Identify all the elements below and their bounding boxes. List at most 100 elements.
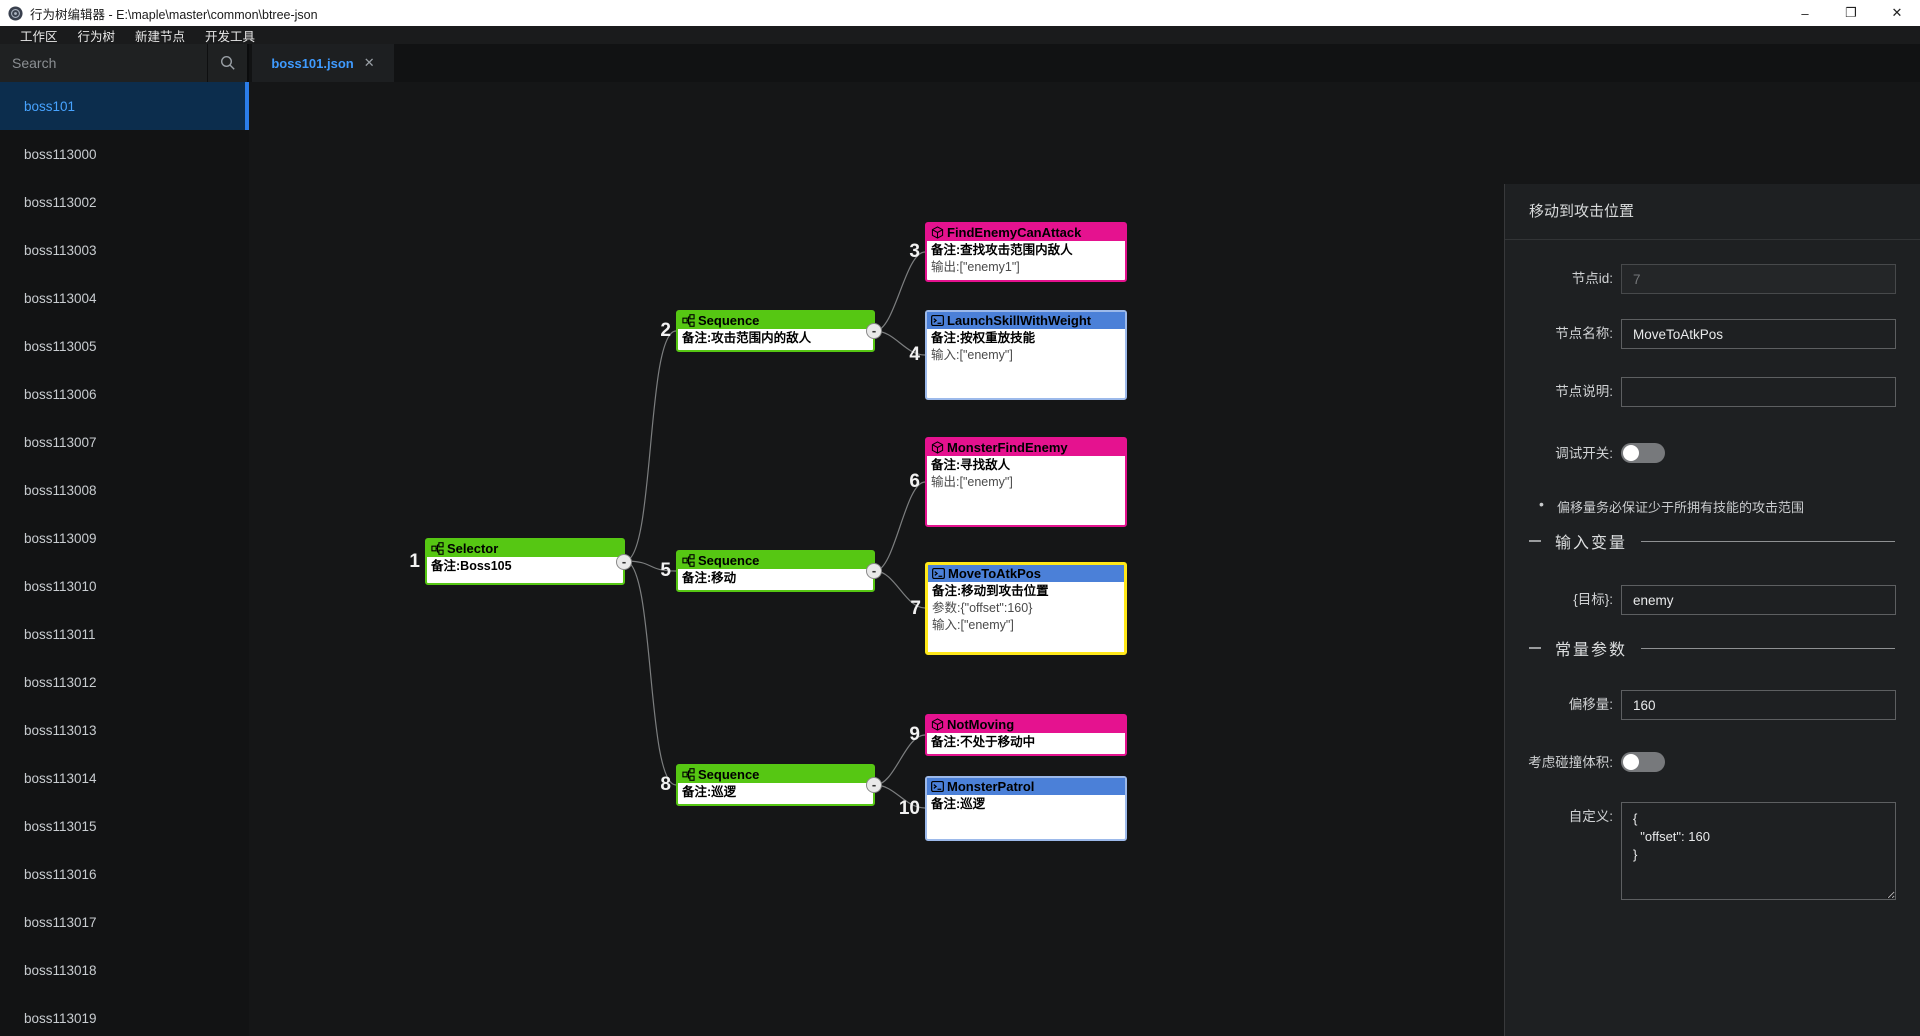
node-title-bar: Selector bbox=[427, 540, 623, 557]
action-icon bbox=[931, 780, 944, 793]
node-line: 备注:巡逻 bbox=[682, 785, 737, 799]
collapse-connector[interactable]: - bbox=[866, 777, 882, 793]
node-body: 备注:Boss105 bbox=[427, 557, 623, 583]
sidebar-item-boss113015[interactable]: boss113015 bbox=[0, 802, 249, 850]
node-name-field[interactable] bbox=[1621, 319, 1896, 349]
offset-field[interactable] bbox=[1621, 690, 1896, 720]
tab-close-icon[interactable]: ✕ bbox=[363, 55, 375, 70]
sidebar-item-boss113002[interactable]: boss113002 bbox=[0, 178, 249, 226]
custom-json-field[interactable]: { "offset": 160 } bbox=[1621, 802, 1896, 900]
node-body: 备注:不处于移动中 bbox=[927, 733, 1125, 754]
node-body: 备注:攻击范围内的敌人 bbox=[678, 329, 873, 350]
sidebar-item-label: boss113006 bbox=[24, 386, 97, 402]
menu-bar: 工作区 行为树 新建节点 开发工具 bbox=[0, 26, 1920, 44]
node-title-bar: Sequence bbox=[678, 552, 873, 569]
node-movetoatkpos-7[interactable]: 7 MoveToAtkPos 备注:移动到攻击位置 参数:{"offset":1… bbox=[910, 562, 1127, 655]
node-line: 备注:攻击范围内的敌人 bbox=[682, 331, 812, 345]
node-line: 备注:按权重放技能 bbox=[931, 331, 1036, 345]
node-monsterfindenemy-6[interactable]: 6 MonsterFindEnemy 备注:寻找敌人 输出:["enemy"] bbox=[909, 437, 1127, 527]
target-field[interactable] bbox=[1621, 585, 1896, 615]
sidebar-item-boss113007[interactable]: boss113007 bbox=[0, 418, 249, 466]
sidebar-item-boss113018[interactable]: boss113018 bbox=[0, 946, 249, 994]
sidebar-item-label: boss113002 bbox=[24, 194, 97, 210]
debug-toggle[interactable] bbox=[1621, 443, 1665, 463]
node-title: FindEnemyCanAttack bbox=[947, 225, 1082, 240]
node-line: 备注:巡逻 bbox=[931, 797, 986, 811]
node-findenemycanattack-3[interactable]: 3 FindEnemyCanAttack 备注:查找攻击范围内敌人 输出:["e… bbox=[909, 222, 1127, 282]
tree-file-list: boss101 boss113000 boss113002 boss113003… bbox=[0, 82, 249, 1036]
node-title: Selector bbox=[447, 541, 499, 556]
node-title-bar: Sequence bbox=[678, 766, 873, 783]
sidebar-item-boss113010[interactable]: boss113010 bbox=[0, 562, 249, 610]
sidebar-item-boss113017[interactable]: boss113017 bbox=[0, 898, 249, 946]
sidebar-item-boss113000[interactable]: boss113000 bbox=[0, 130, 249, 178]
collapse-connector[interactable]: - bbox=[866, 563, 882, 579]
sidebar-item-boss113012[interactable]: boss113012 bbox=[0, 658, 249, 706]
collision-label: 考虑碰撞体积: bbox=[1528, 755, 1613, 770]
node-order: 6 bbox=[909, 471, 920, 492]
behavior-tree-canvas[interactable]: 1 Selector 备注:Boss105 - 2 Sequence 备注:攻击… bbox=[249, 82, 1920, 1036]
action-icon bbox=[931, 314, 944, 327]
section-line bbox=[1641, 540, 1895, 542]
node-monsterpatrol-10[interactable]: 10 MonsterPatrol 备注:巡逻 bbox=[899, 776, 1127, 841]
sidebar-item-boss113008[interactable]: boss113008 bbox=[0, 466, 249, 514]
node-line: 备注:寻找敌人 bbox=[931, 458, 1011, 472]
window-titlebar: 行为树编辑器 - E:\maple\master\common\btree-js… bbox=[0, 0, 1920, 26]
sidebar-item-boss101[interactable]: boss101 bbox=[0, 82, 249, 130]
collision-toggle[interactable] bbox=[1621, 752, 1665, 772]
sidebar-item-boss113004[interactable]: boss113004 bbox=[0, 274, 249, 322]
node-order: 9 bbox=[909, 724, 920, 745]
node-line: 备注:移动到攻击位置 bbox=[932, 584, 1049, 598]
menu-new-node[interactable]: 新建节点 bbox=[135, 29, 186, 44]
sidebar-item-boss113014[interactable]: boss113014 bbox=[0, 754, 249, 802]
node-desc-label: 节点说明: bbox=[1555, 384, 1613, 399]
condition-icon bbox=[931, 441, 944, 454]
node-title: Sequence bbox=[698, 767, 760, 782]
window-title: 行为树编辑器 - E:\maple\master\common\btree-js… bbox=[30, 7, 318, 22]
node-launchskillwithweight-4[interactable]: 4 LaunchSkillWithWeight 备注:按权重放技能 输入:["e… bbox=[909, 310, 1127, 400]
menu-workspace[interactable]: 工作区 bbox=[20, 29, 58, 44]
node-sequence-8[interactable]: 8 Sequence 备注:巡逻 - bbox=[660, 764, 882, 806]
sidebar-item-boss113013[interactable]: boss113013 bbox=[0, 706, 249, 754]
menu-behavior-tree[interactable]: 行为树 bbox=[77, 29, 116, 44]
menu-dev-tools[interactable]: 开发工具 bbox=[205, 29, 256, 44]
sidebar-item-label: boss113009 bbox=[24, 530, 97, 546]
node-line: 备注:不处于移动中 bbox=[931, 735, 1036, 749]
tab-bar: boss101.json ✕ bbox=[249, 44, 1920, 82]
node-desc-field[interactable] bbox=[1621, 377, 1896, 407]
custom-label: 自定义: bbox=[1568, 809, 1613, 824]
node-title-bar: LaunchSkillWithWeight bbox=[927, 312, 1125, 329]
node-notmoving-9[interactable]: 9 NotMoving 备注:不处于移动中 bbox=[909, 714, 1127, 756]
node-sequence-2[interactable]: 2 Sequence 备注:攻击范围内的敌人 - bbox=[660, 310, 882, 352]
sidebar-item-boss113016[interactable]: boss113016 bbox=[0, 850, 249, 898]
const-params-section: 常量参数 bbox=[1529, 636, 1895, 660]
node-title-bar: NotMoving bbox=[927, 716, 1125, 733]
node-title-bar: MonsterFindEnemy bbox=[927, 439, 1125, 456]
search-button[interactable] bbox=[207, 44, 247, 82]
node-line: 备注:Boss105 bbox=[431, 559, 512, 573]
tab-boss101-json[interactable]: boss101.json ✕ bbox=[252, 44, 394, 82]
sidebar-item-boss113019[interactable]: boss113019 bbox=[0, 994, 249, 1036]
sidebar-item-boss113006[interactable]: boss113006 bbox=[0, 370, 249, 418]
offset-note-text: 偏移量务必保证少于所拥有技能的攻击范围 bbox=[1557, 500, 1805, 515]
collapse-connector[interactable]: - bbox=[866, 323, 882, 339]
node-body: 备注:移动 bbox=[678, 569, 873, 590]
restore-button[interactable]: ❐ bbox=[1845, 5, 1857, 20]
sidebar-item-boss113005[interactable]: boss113005 bbox=[0, 322, 249, 370]
sidebar-item-label: boss113004 bbox=[24, 290, 97, 306]
composite-icon bbox=[682, 768, 695, 781]
sidebar-item-label: boss113017 bbox=[24, 914, 97, 930]
search-input[interactable] bbox=[0, 44, 207, 82]
collapse-connector[interactable]: - bbox=[616, 553, 632, 570]
close-button[interactable]: ✕ bbox=[1891, 5, 1903, 20]
sidebar-item-boss113009[interactable]: boss113009 bbox=[0, 514, 249, 562]
node-title: MoveToAtkPos bbox=[948, 566, 1041, 581]
node-sequence-5[interactable]: 5 Sequence 备注:移动 - bbox=[660, 550, 882, 592]
search-box bbox=[0, 44, 249, 82]
node-body: 备注:巡逻 bbox=[927, 795, 1125, 839]
node-selector-1[interactable]: 1 Selector 备注:Boss105 - bbox=[409, 538, 632, 585]
minimize-button[interactable]: – bbox=[1801, 5, 1809, 21]
offset-note: 偏移量务必保证少于所拥有技能的攻击范围 bbox=[1539, 496, 1900, 516]
sidebar-item-boss113011[interactable]: boss113011 bbox=[0, 610, 249, 658]
sidebar-item-boss113003[interactable]: boss113003 bbox=[0, 226, 249, 274]
